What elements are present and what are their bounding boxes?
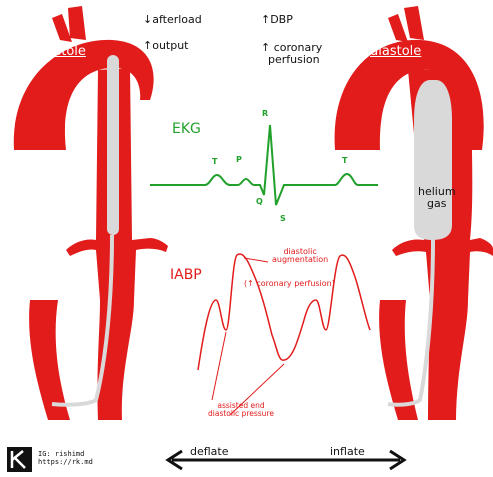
afterload-label: ↓afterload [143, 14, 202, 26]
ekg-s-wave-label: S [280, 215, 286, 223]
diastolic-augmentation-label: diastolic augmentation [272, 248, 328, 265]
coronary-perfusion-note: (↑ coronary perfusion) [244, 280, 335, 288]
aorta-systole [14, 6, 168, 420]
inflate-label: inflate [330, 446, 365, 458]
edp-pointer [212, 332, 226, 400]
credit-block: IG: rishimd https://rk.md [38, 450, 93, 467]
credit-url: https://rk.md [38, 458, 93, 466]
ekg-p-wave-label: P [236, 156, 242, 164]
rk-logo [7, 447, 32, 472]
ekg-label: EKG [172, 122, 201, 137]
iabp-label: IABP [170, 268, 202, 283]
ekg-t2-wave-label: T [342, 157, 347, 165]
helium-gas-label: helium gas [418, 186, 456, 209]
diastole-label: diastole [370, 45, 421, 59]
credit-ig: IG: rishimd [38, 450, 93, 458]
ekg-r-wave-label: R [262, 110, 268, 118]
dbp-label: ↑DBP [261, 14, 293, 26]
aorta-diastole [335, 6, 493, 420]
assisted-edp-label: assisted end diastolic pressure [208, 402, 274, 418]
iabp-pressure-trace [198, 254, 370, 370]
coronary-perfusion-label: ↑ coronary perfusion [261, 42, 322, 65]
ekg-q-wave-label: Q [256, 198, 263, 206]
output-label: ↑output [143, 40, 189, 52]
ekg-t1-wave-label: T [212, 158, 217, 166]
deflate-label: deflate [190, 446, 229, 458]
systole-label: systole [40, 45, 86, 59]
